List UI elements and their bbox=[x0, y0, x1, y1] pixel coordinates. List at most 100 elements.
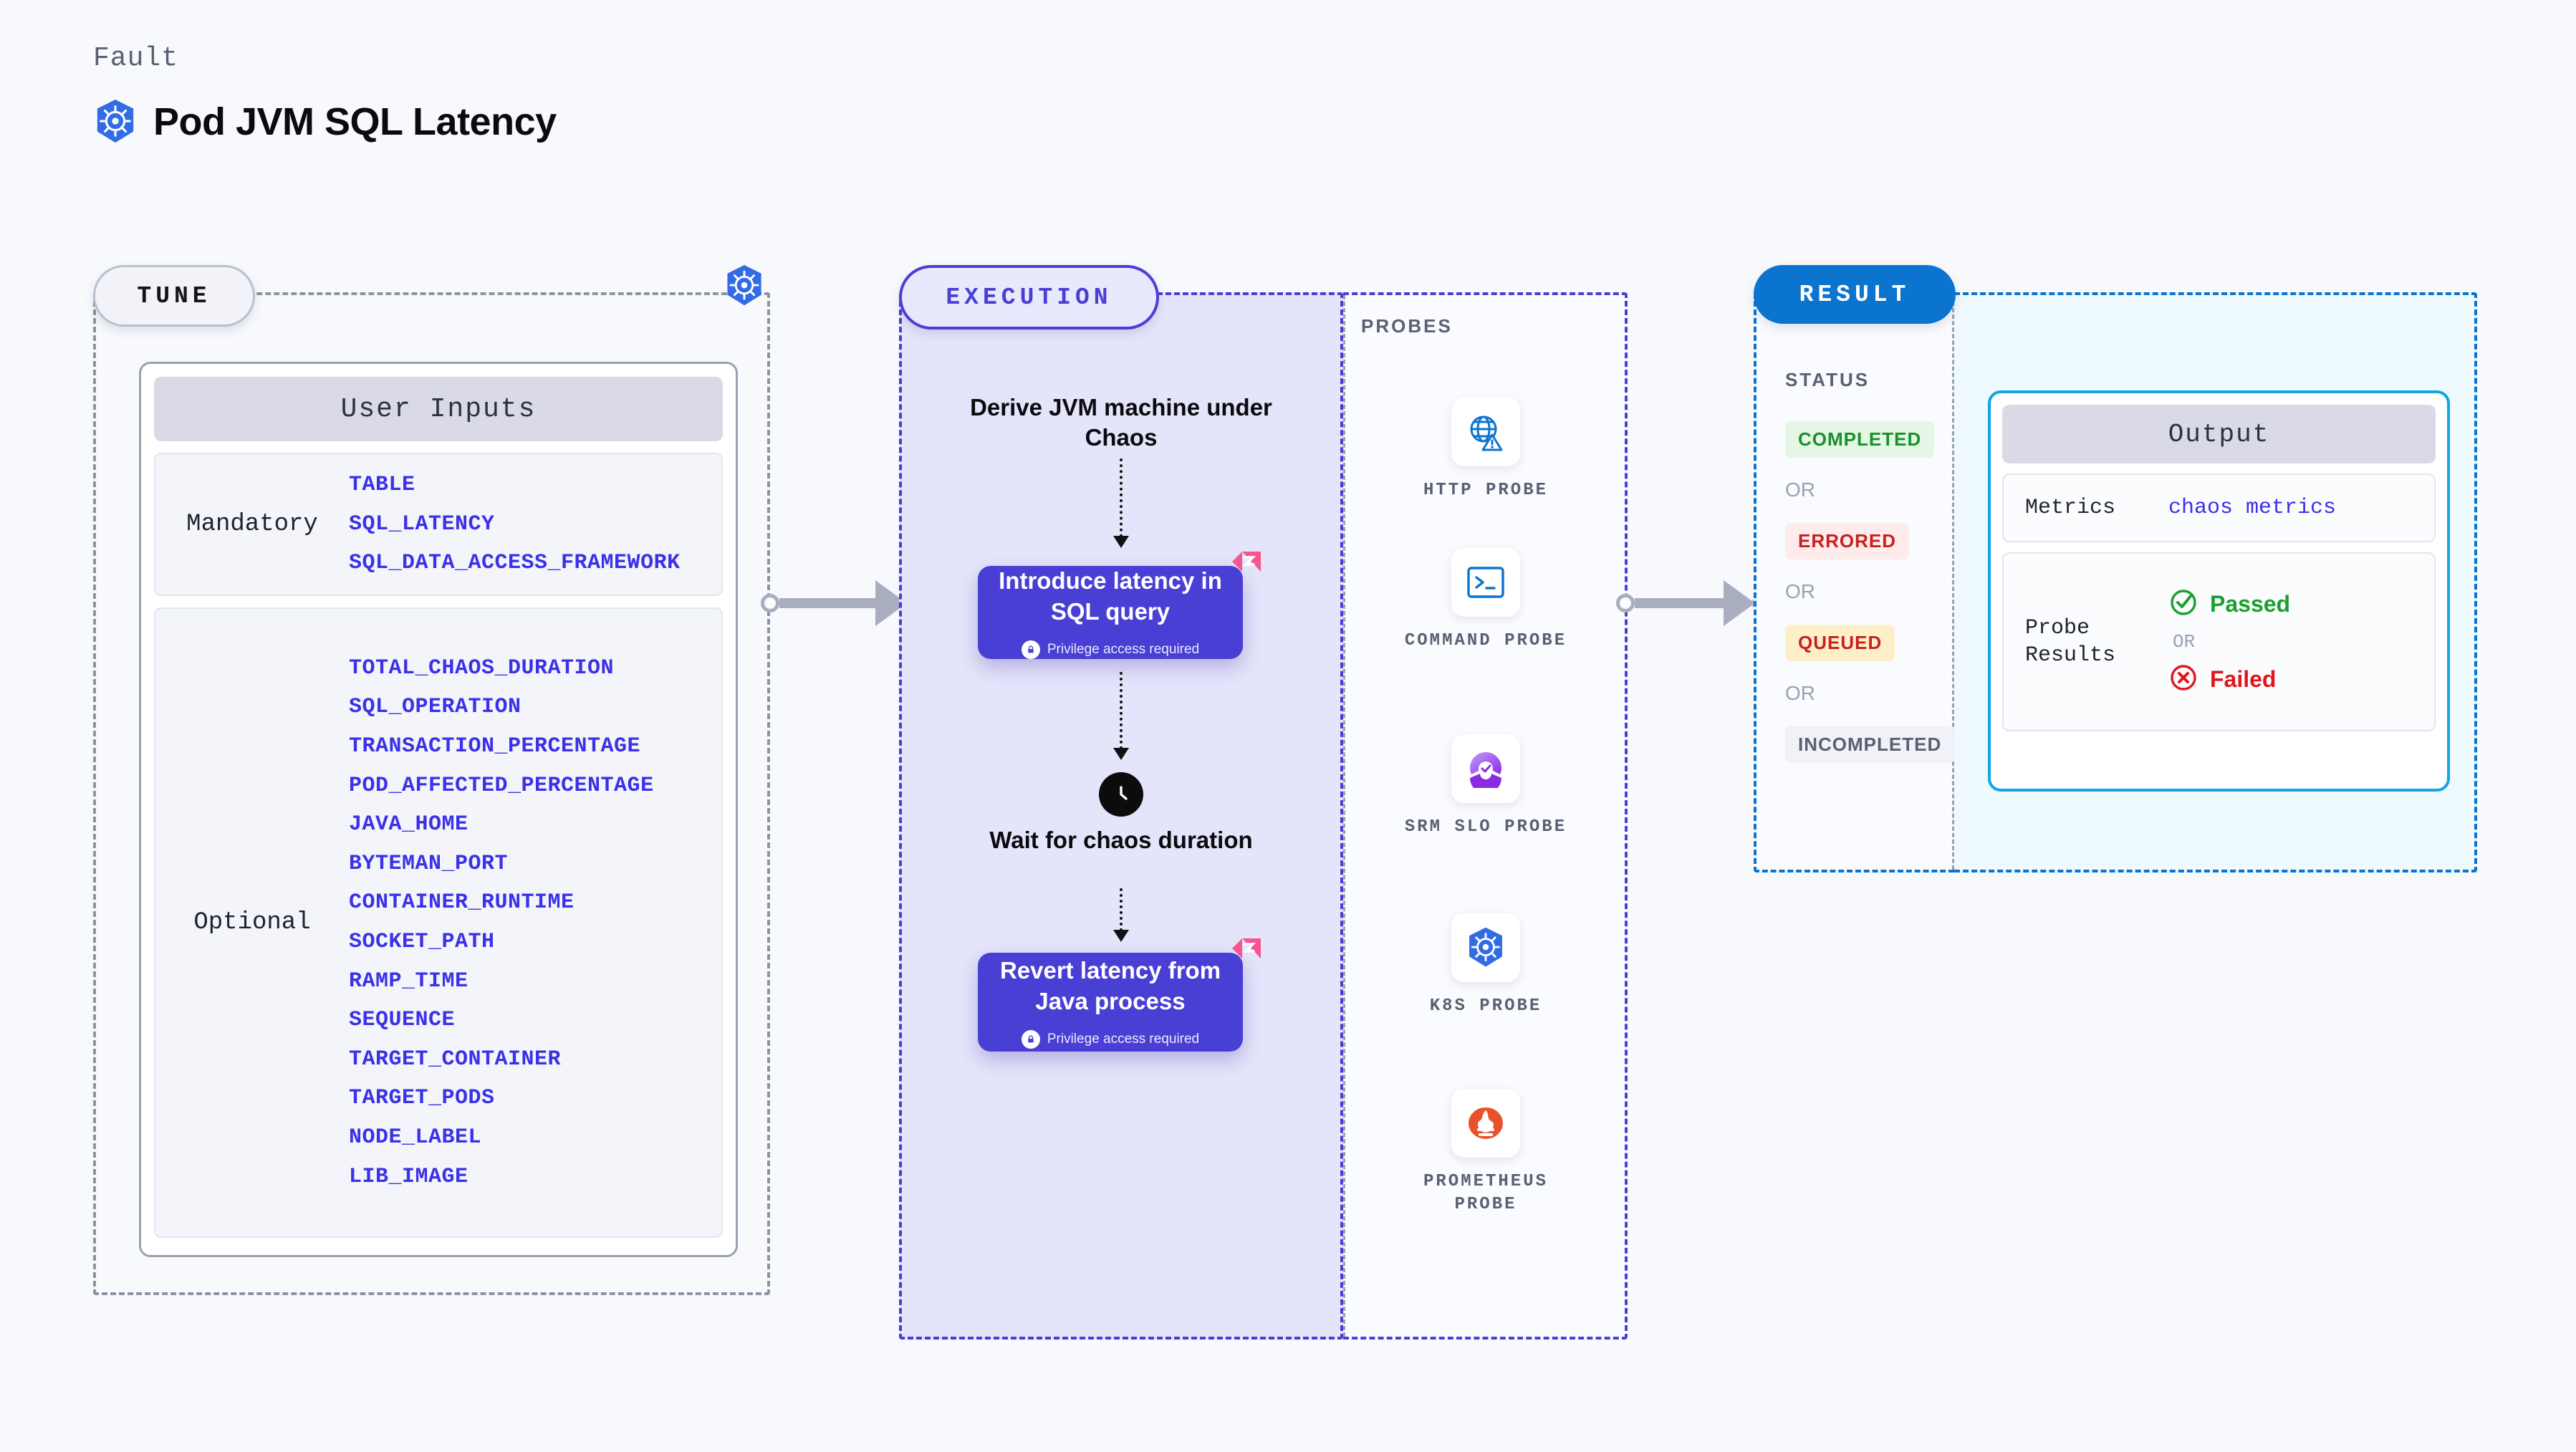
output-probe-results-row: Probe Results Passed OR bbox=[2002, 552, 2436, 731]
output-title: Output bbox=[2002, 405, 2436, 463]
param-item[interactable]: SOCKET_PATH bbox=[349, 930, 495, 954]
probe-results-label: Probe Results bbox=[2025, 615, 2116, 668]
connector-dot bbox=[1616, 594, 1635, 612]
status-title: STATUS bbox=[1785, 369, 1870, 390]
param-item[interactable]: SQL_OPERATION bbox=[349, 695, 522, 720]
flow-arrow-line bbox=[1120, 458, 1123, 537]
clock-icon bbox=[1099, 772, 1143, 817]
mandatory-param-list: TABLE SQL_LATENCY SQL_DATA_ACCESS_FRAMEW… bbox=[349, 466, 721, 583]
privilege-note-text: Privilege access required bbox=[1047, 641, 1200, 657]
status-badge-completed: COMPLETED bbox=[1785, 421, 1935, 458]
user-inputs-title: User Inputs bbox=[154, 377, 723, 441]
param-item[interactable]: TRANSACTION_PERCENTAGE bbox=[349, 734, 641, 759]
probe-label: SRM SLO PROBE bbox=[1404, 817, 1567, 837]
user-inputs-card: User Inputs Mandatory TABLE SQL_LATENCY … bbox=[139, 362, 738, 1257]
globe-warning-icon bbox=[1451, 398, 1520, 466]
param-item[interactable]: SEQUENCE bbox=[349, 1008, 456, 1033]
connector-dot bbox=[761, 594, 779, 612]
status-badge-incompleted: INCOMPLETED bbox=[1785, 726, 1955, 763]
status-badge-queued: QUEUED bbox=[1785, 625, 1895, 661]
mandatory-group: Mandatory TABLE SQL_LATENCY SQL_DATA_ACC… bbox=[154, 453, 723, 596]
metrics-label: Metrics bbox=[2025, 495, 2116, 520]
execution-card-introduce-latency[interactable]: Introduce latency in SQL query Privilege… bbox=[978, 566, 1243, 659]
flow-arrow-head bbox=[1113, 930, 1129, 942]
page-header: Fault Pod JVM SQL Latency bbox=[93, 43, 557, 145]
metrics-value[interactable]: chaos metrics bbox=[2168, 496, 2337, 520]
param-item[interactable]: CONTAINER_RUNTIME bbox=[349, 890, 575, 915]
optional-label: Optional bbox=[193, 909, 311, 936]
probes-inner-divider bbox=[1343, 295, 1345, 1337]
param-item[interactable]: SQL_DATA_ACCESS_FRAMEWORK bbox=[349, 551, 681, 576]
probe-label: PROMETHEUS PROBE bbox=[1423, 1172, 1549, 1215]
flow-arrow-line bbox=[1120, 888, 1123, 931]
execution-step-wait: Wait for chaos duration bbox=[989, 827, 1253, 853]
tune-pill[interactable]: TUNE bbox=[93, 265, 255, 327]
param-item[interactable]: SQL_LATENCY bbox=[349, 511, 495, 537]
result-pill[interactable]: RESULT bbox=[1754, 265, 1956, 324]
connector-bar bbox=[779, 598, 877, 608]
terminal-icon bbox=[1451, 548, 1520, 617]
or-label: OR bbox=[1785, 479, 1815, 501]
param-item[interactable]: TARGET_PODS bbox=[349, 1086, 495, 1111]
result-status-section bbox=[1754, 292, 1954, 872]
optional-param-list: TOTAL_CHAOS_DURATION SQL_OPERATION TRANS… bbox=[349, 649, 721, 1196]
param-item[interactable]: TOTAL_CHAOS_DURATION bbox=[349, 655, 615, 681]
probe-label: K8S PROBE bbox=[1429, 996, 1542, 1016]
flow-arrow-head bbox=[1113, 748, 1129, 760]
execution-step-derive: Derive JVM machine under Chaos bbox=[970, 394, 1272, 451]
kubernetes-icon bbox=[93, 98, 138, 145]
kubernetes-icon bbox=[1451, 913, 1520, 982]
connector-probes-result bbox=[1616, 580, 1771, 626]
x-circle-icon bbox=[2168, 663, 2198, 696]
execution-card-revert-latency[interactable]: Revert latency from Java process Privile… bbox=[978, 953, 1243, 1052]
srm-slo-icon bbox=[1451, 734, 1520, 803]
param-item[interactable]: BYTEMAN_PORT bbox=[349, 851, 509, 876]
privilege-note: Privilege access required bbox=[1021, 640, 1200, 659]
param-item[interactable]: TARGET_CONTAINER bbox=[349, 1047, 562, 1072]
failed-label: Failed bbox=[2210, 666, 2277, 692]
param-item[interactable]: TABLE bbox=[349, 473, 415, 498]
tune-section bbox=[93, 292, 770, 1295]
param-item[interactable]: LIB_IMAGE bbox=[349, 1164, 468, 1189]
param-item[interactable]: JAVA_HOME bbox=[349, 812, 468, 837]
probe-label: COMMAND PROBE bbox=[1404, 631, 1567, 650]
probe-k8s[interactable]: K8S PROBE bbox=[1393, 913, 1579, 1018]
or-label: OR bbox=[1785, 580, 1815, 602]
privilege-note-text: Privilege access required bbox=[1047, 1031, 1200, 1047]
flow-arrow-line bbox=[1120, 672, 1123, 749]
status-inner-divider bbox=[1952, 295, 1954, 870]
probes-title: PROBES bbox=[1361, 315, 1453, 337]
probe-result-failed: Failed bbox=[2168, 663, 2434, 696]
probe-http[interactable]: HTTP PROBE bbox=[1393, 398, 1579, 502]
tune-kubernetes-icon bbox=[724, 264, 765, 308]
status-badge-errored: ERRORED bbox=[1785, 523, 1910, 559]
fault-title-row: Pod JVM SQL Latency bbox=[93, 98, 557, 145]
connector-arrowhead bbox=[1724, 580, 1755, 626]
output-metrics-row: Metrics chaos metrics bbox=[2002, 473, 2436, 542]
execution-pill[interactable]: EXECUTION bbox=[899, 265, 1159, 330]
privilege-note: Privilege access required bbox=[1021, 1029, 1200, 1049]
or-label: OR bbox=[1785, 682, 1815, 704]
probes-section bbox=[1343, 292, 1628, 1340]
connector-bar bbox=[1635, 598, 1725, 608]
probe-srm-slo[interactable]: SRM SLO PROBE bbox=[1393, 734, 1579, 839]
mandatory-label: Mandatory bbox=[186, 511, 318, 538]
lock-icon bbox=[1021, 1029, 1040, 1049]
probe-result-passed: Passed bbox=[2168, 587, 2434, 621]
lock-icon bbox=[1021, 640, 1040, 659]
param-item[interactable]: RAMP_TIME bbox=[349, 968, 468, 994]
optional-group: Optional TOTAL_CHAOS_DURATION SQL_OPERAT… bbox=[154, 607, 723, 1238]
param-item[interactable]: NODE_LABEL bbox=[349, 1125, 482, 1150]
output-card: Output Metrics chaos metrics Probe Resul… bbox=[1988, 390, 2450, 792]
execution-card-title: Introduce latency in SQL query bbox=[999, 567, 1222, 625]
probe-prometheus[interactable]: PROMETHEUS PROBE bbox=[1393, 1089, 1579, 1217]
fault-kicker: Fault bbox=[93, 43, 179, 74]
prometheus-icon bbox=[1451, 1089, 1520, 1158]
or-label: OR bbox=[2173, 631, 2196, 653]
probe-label: HTTP PROBE bbox=[1423, 481, 1549, 500]
probe-command[interactable]: COMMAND PROBE bbox=[1393, 548, 1579, 653]
probe-results-values: Passed OR Failed bbox=[2168, 587, 2434, 696]
param-item[interactable]: POD_AFFECTED_PERCENTAGE bbox=[349, 773, 654, 798]
execution-card-title: Revert latency from Java process bbox=[999, 957, 1221, 1014]
check-circle-icon bbox=[2168, 587, 2198, 621]
